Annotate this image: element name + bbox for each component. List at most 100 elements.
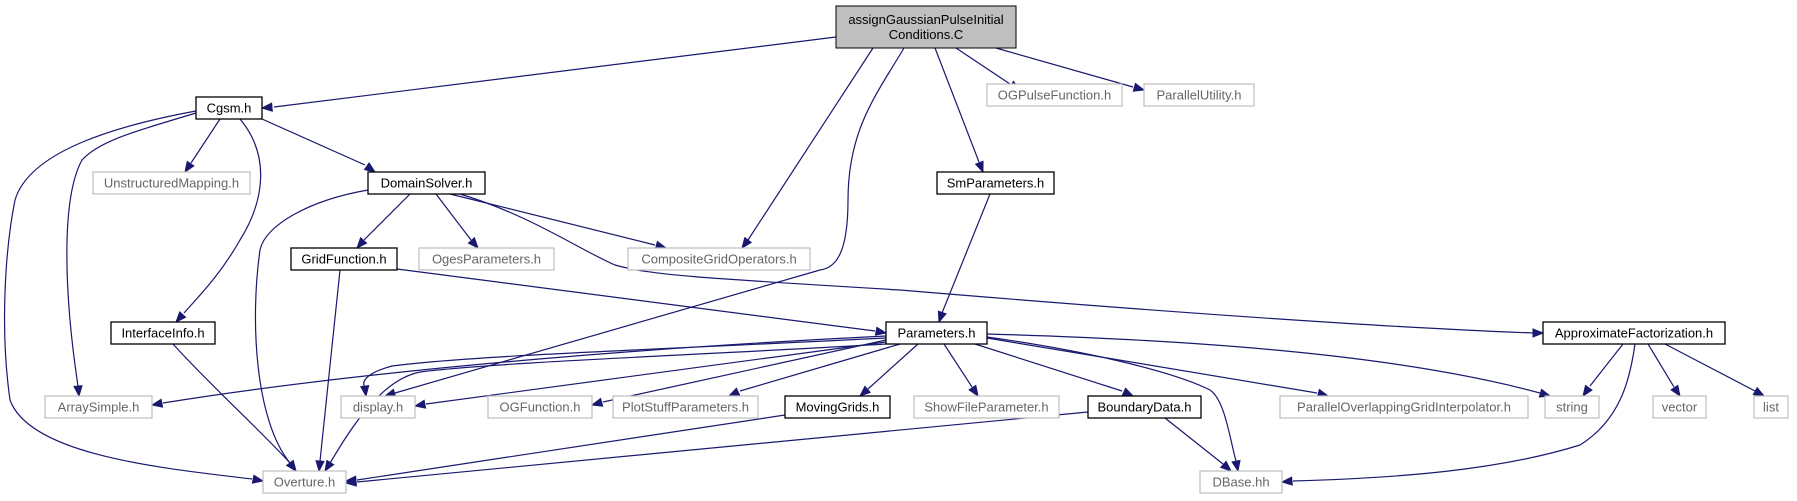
node-domainsolver-h[interactable]: DomainSolver.h xyxy=(367,171,486,195)
node-gridfunction-h[interactable]: GridFunction.h xyxy=(290,247,398,271)
node-string-label: string xyxy=(1556,400,1588,415)
node-movinggrids-h[interactable]: MovingGrids.h xyxy=(784,395,891,419)
edge-domainsolver-gridfunction xyxy=(363,193,411,241)
node-cgsm-h[interactable]: Cgsm.h xyxy=(195,96,263,120)
node-dbase-hh: DBase.hh xyxy=(1199,470,1283,494)
node-showfileparameter-h-box xyxy=(913,395,1060,419)
edge-approxfact-list-arrowhead xyxy=(1752,386,1766,397)
node-domainsolver-h-label: DomainSolver.h xyxy=(381,176,473,191)
edge-root-smparameters xyxy=(934,47,980,163)
edge-cgsm-interfaceinfo xyxy=(183,118,262,314)
node-display-h-box xyxy=(340,395,416,419)
edge-parameters-movinggrids-arrowhead xyxy=(858,385,872,397)
node-overture-h-label: Overture.h xyxy=(274,475,335,490)
edge-interfaceinfo-overture-arrowhead xyxy=(285,459,297,473)
edge-parameters-showfile xyxy=(943,343,973,388)
node-ogfunction-h: OGFunction.h xyxy=(487,395,593,419)
edge-movinggrids-overture xyxy=(356,414,786,481)
node-overture-h: Overture.h xyxy=(262,470,347,494)
edge-parameters-display2 xyxy=(425,341,887,405)
node-assign-gaussian-pulse-box xyxy=(835,5,1017,49)
edge-domainsolver-approxfact xyxy=(459,193,1534,334)
node-interfaceinfo-h-label: InterfaceInfo.h xyxy=(121,326,204,341)
edge-root-compositegridops xyxy=(747,47,874,241)
edge-cgsm-arraysimple-arrowhead xyxy=(73,385,83,398)
edge-smparameters-parameters-arrowhead xyxy=(937,310,947,324)
node-list-box xyxy=(1753,395,1789,419)
edge-approxfact-dbase-arrowhead xyxy=(1280,476,1293,486)
node-compositegridoperators-h: CompositeGridOperators.h xyxy=(627,247,811,271)
edge-parameters-showfile-arrowhead xyxy=(968,384,979,398)
edge-cgsm-domainsolver-arrowhead xyxy=(363,162,377,173)
node-arraysimple-h: ArraySimple.h xyxy=(44,395,153,419)
node-display-h: display.h xyxy=(340,395,416,419)
node-smparameters-h[interactable]: SmParameters.h xyxy=(936,171,1055,195)
edge-domainsolver-gridfunction-arrowhead xyxy=(356,236,368,250)
node-vector: vector xyxy=(1652,395,1707,419)
node-ogpulsefunction-h-box xyxy=(986,83,1123,107)
edge-root-parallelutility-arrowhead xyxy=(1132,82,1146,92)
graph-edges xyxy=(3,36,1766,487)
edge-root-cgsm xyxy=(273,36,837,108)
edge-parameters-parallelovg xyxy=(986,337,1318,394)
edge-cgsm-overture-arrowhead xyxy=(251,474,265,484)
node-vector-box xyxy=(1652,395,1707,419)
edge-root-cgsm-arrowhead xyxy=(260,102,273,112)
edge-boundarydata-overture xyxy=(356,411,1089,483)
edge-cgsm-arraysimple xyxy=(66,112,197,387)
node-string: string xyxy=(1544,395,1600,419)
edge-parameters-arraysimple xyxy=(162,335,887,404)
node-ogesparameters-h-label: OgesParameters.h xyxy=(432,252,541,267)
edge-root-compositegridops-arrowhead xyxy=(741,236,753,250)
node-paralleloverlappinggridinterpolator-h: ParallelOverlappingGridInterpolator.h xyxy=(1279,395,1529,419)
edge-root-parallelutility xyxy=(995,47,1134,88)
edge-domainsolver-ogesparameters xyxy=(435,193,472,241)
edge-approxfact-vector-arrowhead xyxy=(1670,384,1681,398)
edge-parameters-boundarydata xyxy=(974,343,1123,392)
node-display-h-label: display.h xyxy=(353,400,403,415)
edge-gridfunction-overture-arrowhead xyxy=(315,460,325,473)
edge-approxfact-string-arrowhead xyxy=(1582,384,1593,398)
edge-parameters-ogfunction xyxy=(602,339,887,403)
node-parameters-h[interactable]: Parameters.h xyxy=(885,321,988,345)
node-arraysimple-h-label: ArraySimple.h xyxy=(58,400,140,415)
node-parallelutility-h-label: ParallelUtility.h xyxy=(1156,88,1241,103)
edge-gridfunction-overture xyxy=(319,269,341,462)
edge-smparameters-parameters xyxy=(941,193,991,314)
node-paralleloverlappinggridinterpolator-h-label: ParallelOverlappingGridInterpolator.h xyxy=(1297,400,1511,415)
edge-parameters-overture-arrowhead xyxy=(324,459,335,473)
node-ogfunction-h-label: OGFunction.h xyxy=(500,400,581,415)
node-gridfunction-h-label: GridFunction.h xyxy=(301,252,386,267)
node-parallelutility-h-box xyxy=(1143,83,1255,107)
edge-approxfact-dbase xyxy=(1292,343,1636,482)
node-interfaceinfo-h[interactable]: InterfaceInfo.h xyxy=(110,321,216,345)
node-parallelutility-h: ParallelUtility.h xyxy=(1143,83,1255,107)
node-ogesparameters-h-box xyxy=(418,247,555,271)
node-list-label: list xyxy=(1763,400,1779,415)
node-boundarydata-h-box xyxy=(1087,395,1202,419)
edge-parameters-movinggrids xyxy=(867,343,919,390)
edge-parameters-ogfunction-arrowhead xyxy=(590,397,604,407)
edge-gridfunction-parameters xyxy=(396,268,876,332)
edge-domainsolver-ogesparameters-arrowhead xyxy=(467,236,479,250)
node-smparameters-h-box xyxy=(936,171,1055,195)
edge-domainsolver-approxfact-arrowhead xyxy=(1532,328,1545,338)
edge-parameters-plotstuff-arrowhead xyxy=(727,387,741,397)
edge-root-ogpulse xyxy=(955,47,1011,85)
node-showfileparameter-h: ShowFileParameter.h xyxy=(913,395,1060,419)
node-plotstuffparameters-h-box xyxy=(612,395,759,419)
node-boundarydata-h[interactable]: BoundaryData.h xyxy=(1087,395,1202,419)
edge-cgsm-overture xyxy=(3,110,253,480)
edge-cgsm-unstructured xyxy=(190,118,221,164)
edge-boundarydata-dbase-arrowhead xyxy=(1219,460,1233,472)
node-approximatefactorization-h-box xyxy=(1542,321,1726,345)
edge-parameters-dbase-arrowhead xyxy=(1231,459,1241,473)
node-smparameters-h-label: SmParameters.h xyxy=(947,176,1045,191)
edge-gridfunction-parameters-arrowhead xyxy=(874,326,888,336)
node-ogpulsefunction-h: OGPulseFunction.h xyxy=(986,83,1123,107)
node-parameters-h-label: Parameters.h xyxy=(897,326,975,341)
node-approximatefactorization-h[interactable]: ApproximateFactorization.h xyxy=(1542,321,1726,345)
